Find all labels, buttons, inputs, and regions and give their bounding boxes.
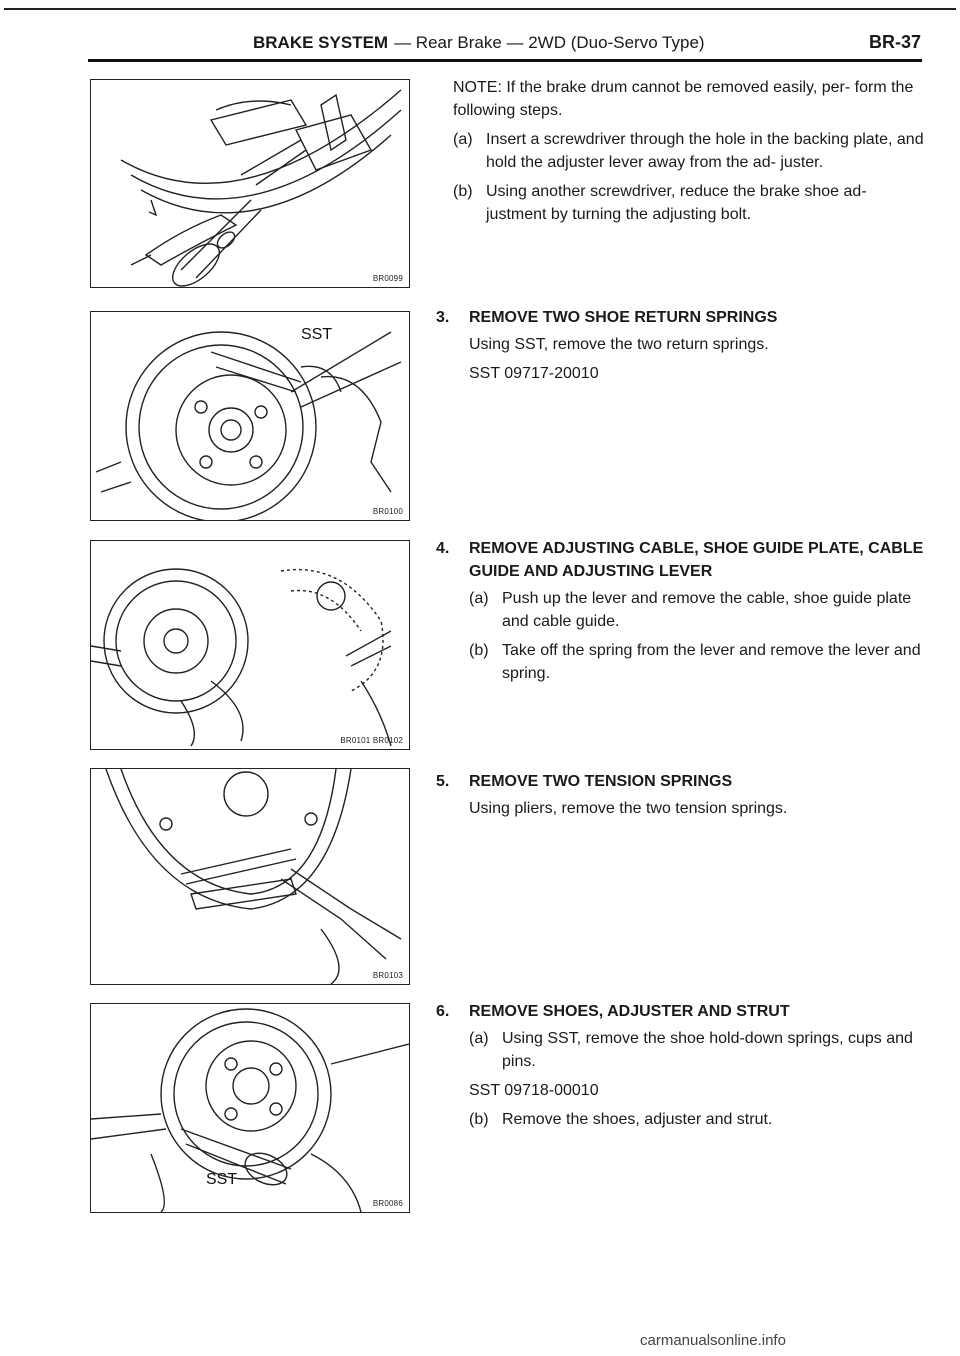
header-rule — [88, 59, 922, 62]
illustration-return-springs — [95, 331, 402, 520]
step-title: REMOVE TWO SHOE RETURN SPRINGS — [469, 309, 778, 326]
figure-code: BR0099 — [372, 274, 403, 283]
step-item: (b) Remove the shoes, adjuster and strut… — [469, 1108, 926, 1131]
top-rule — [4, 8, 956, 10]
step-item: (a) Using SST, remove the shoe hold-down… — [469, 1027, 926, 1073]
figure-code: BR0101 BR0102 — [340, 736, 403, 745]
illustration-adjusting-cable — [91, 568, 392, 747]
step-heading: 4. REMOVE ADJUSTING CABLE, SHOE GUIDE PL… — [436, 537, 926, 583]
step-item-text: Take off the spring from the lever and r… — [502, 642, 921, 682]
step-heading: 3. REMOVE TWO SHOE RETURN SPRINGS — [436, 306, 926, 329]
figure-code: BR0103 — [372, 971, 403, 980]
illustration-shoes-adjuster — [91, 1008, 409, 1212]
step-number: 3. — [436, 309, 450, 326]
figure-adjusting-cable: BR0101 BR0102 — [90, 540, 410, 750]
step-title: REMOVE ADJUSTING CABLE, SHOE GUIDE PLATE… — [469, 540, 924, 580]
step-heading: 6. REMOVE SHOES, ADJUSTER AND STRUT — [436, 1000, 926, 1023]
step-body: Using pliers, remove the two tension spr… — [469, 797, 926, 820]
step-item-marker: (a) — [469, 1030, 489, 1047]
sst-label: SST — [301, 326, 333, 343]
step-title: REMOVE TWO TENSION SPRINGS — [469, 773, 733, 790]
step-body: (a) Push up the lever and remove the cab… — [469, 587, 926, 685]
step-number: 6. — [436, 1003, 450, 1020]
step-heading: 5. REMOVE TWO TENSION SPRINGS — [436, 770, 926, 793]
step-item: (b) Take off the spring from the lever a… — [469, 639, 926, 685]
page-header: BRAKE SYSTEM — Rear Brake — 2WD (Duo-Ser… — [253, 32, 921, 56]
sst-number: SST 09718-00010 — [469, 1082, 599, 1099]
step-number: 5. — [436, 773, 450, 790]
step-text: Using SST, remove the two return springs… — [469, 336, 769, 353]
step-body: Using SST, remove the two return springs… — [469, 333, 926, 385]
note-item: (b) Using another screwdriver, reduce th… — [453, 180, 925, 226]
step-3: 3. REMOVE TWO SHOE RETURN SPRINGS Using … — [436, 306, 926, 391]
section-subtitle: — Rear Brake — 2WD (Duo-Servo Type) — [394, 33, 705, 52]
note-item-text: Using another screwdriver, reduce the br… — [486, 183, 867, 223]
note-text: NOTE: If the brake drum cannot be remove… — [453, 79, 914, 119]
sst-label: SST — [206, 1171, 238, 1188]
step-item-text: Remove the shoes, adjuster and strut. — [502, 1111, 773, 1128]
page-number: BR-37 — [868, 32, 921, 52]
figure-tension-springs: BR0103 — [90, 768, 410, 985]
footer-watermark: carmanualsonline.info — [640, 1332, 786, 1349]
step-number: 4. — [436, 540, 450, 557]
illustration-tension-springs — [105, 769, 402, 984]
figure-return-springs: SST BR0100 — [90, 311, 410, 521]
figure-code: BR0086 — [372, 1199, 403, 1208]
illustration-screwdrivers — [120, 89, 402, 287]
step-item-text: Using SST, remove the shoe hold-down spr… — [502, 1030, 913, 1070]
note-item-text: Insert a screwdriver through the hole in… — [486, 131, 924, 171]
note-item: (a) Insert a screwdriver through the hol… — [453, 128, 925, 174]
step-body: (a) Using SST, remove the shoe hold-down… — [469, 1027, 926, 1131]
step-item-text: Push up the lever and remove the cable, … — [502, 590, 912, 630]
note-block: NOTE: If the brake drum cannot be remove… — [453, 76, 925, 232]
note-item-marker: (a) — [453, 131, 473, 148]
sst-number: SST 09717-20010 — [469, 365, 599, 382]
step-4: 4. REMOVE ADJUSTING CABLE, SHOE GUIDE PL… — [436, 537, 926, 691]
step-6: 6. REMOVE SHOES, ADJUSTER AND STRUT (a) … — [436, 1000, 926, 1137]
step-item-marker: (b) — [469, 1111, 489, 1128]
step-5: 5. REMOVE TWO TENSION SPRINGS Using plie… — [436, 770, 926, 826]
step-title: REMOVE SHOES, ADJUSTER AND STRUT — [469, 1003, 790, 1020]
figure-adjuster-screwdrivers: BR0099 — [90, 79, 410, 288]
note-item-marker: (b) — [453, 183, 473, 200]
step-item-marker: (b) — [469, 642, 489, 659]
figure-shoes-adjuster: SST BR0086 — [90, 1003, 410, 1213]
step-text: Using pliers, remove the two tension spr… — [469, 800, 788, 817]
figure-code: BR0100 — [372, 507, 403, 516]
step-item-marker: (a) — [469, 590, 489, 607]
section-title: BRAKE SYSTEM — [253, 33, 389, 52]
step-item: (a) Push up the lever and remove the cab… — [469, 587, 926, 633]
